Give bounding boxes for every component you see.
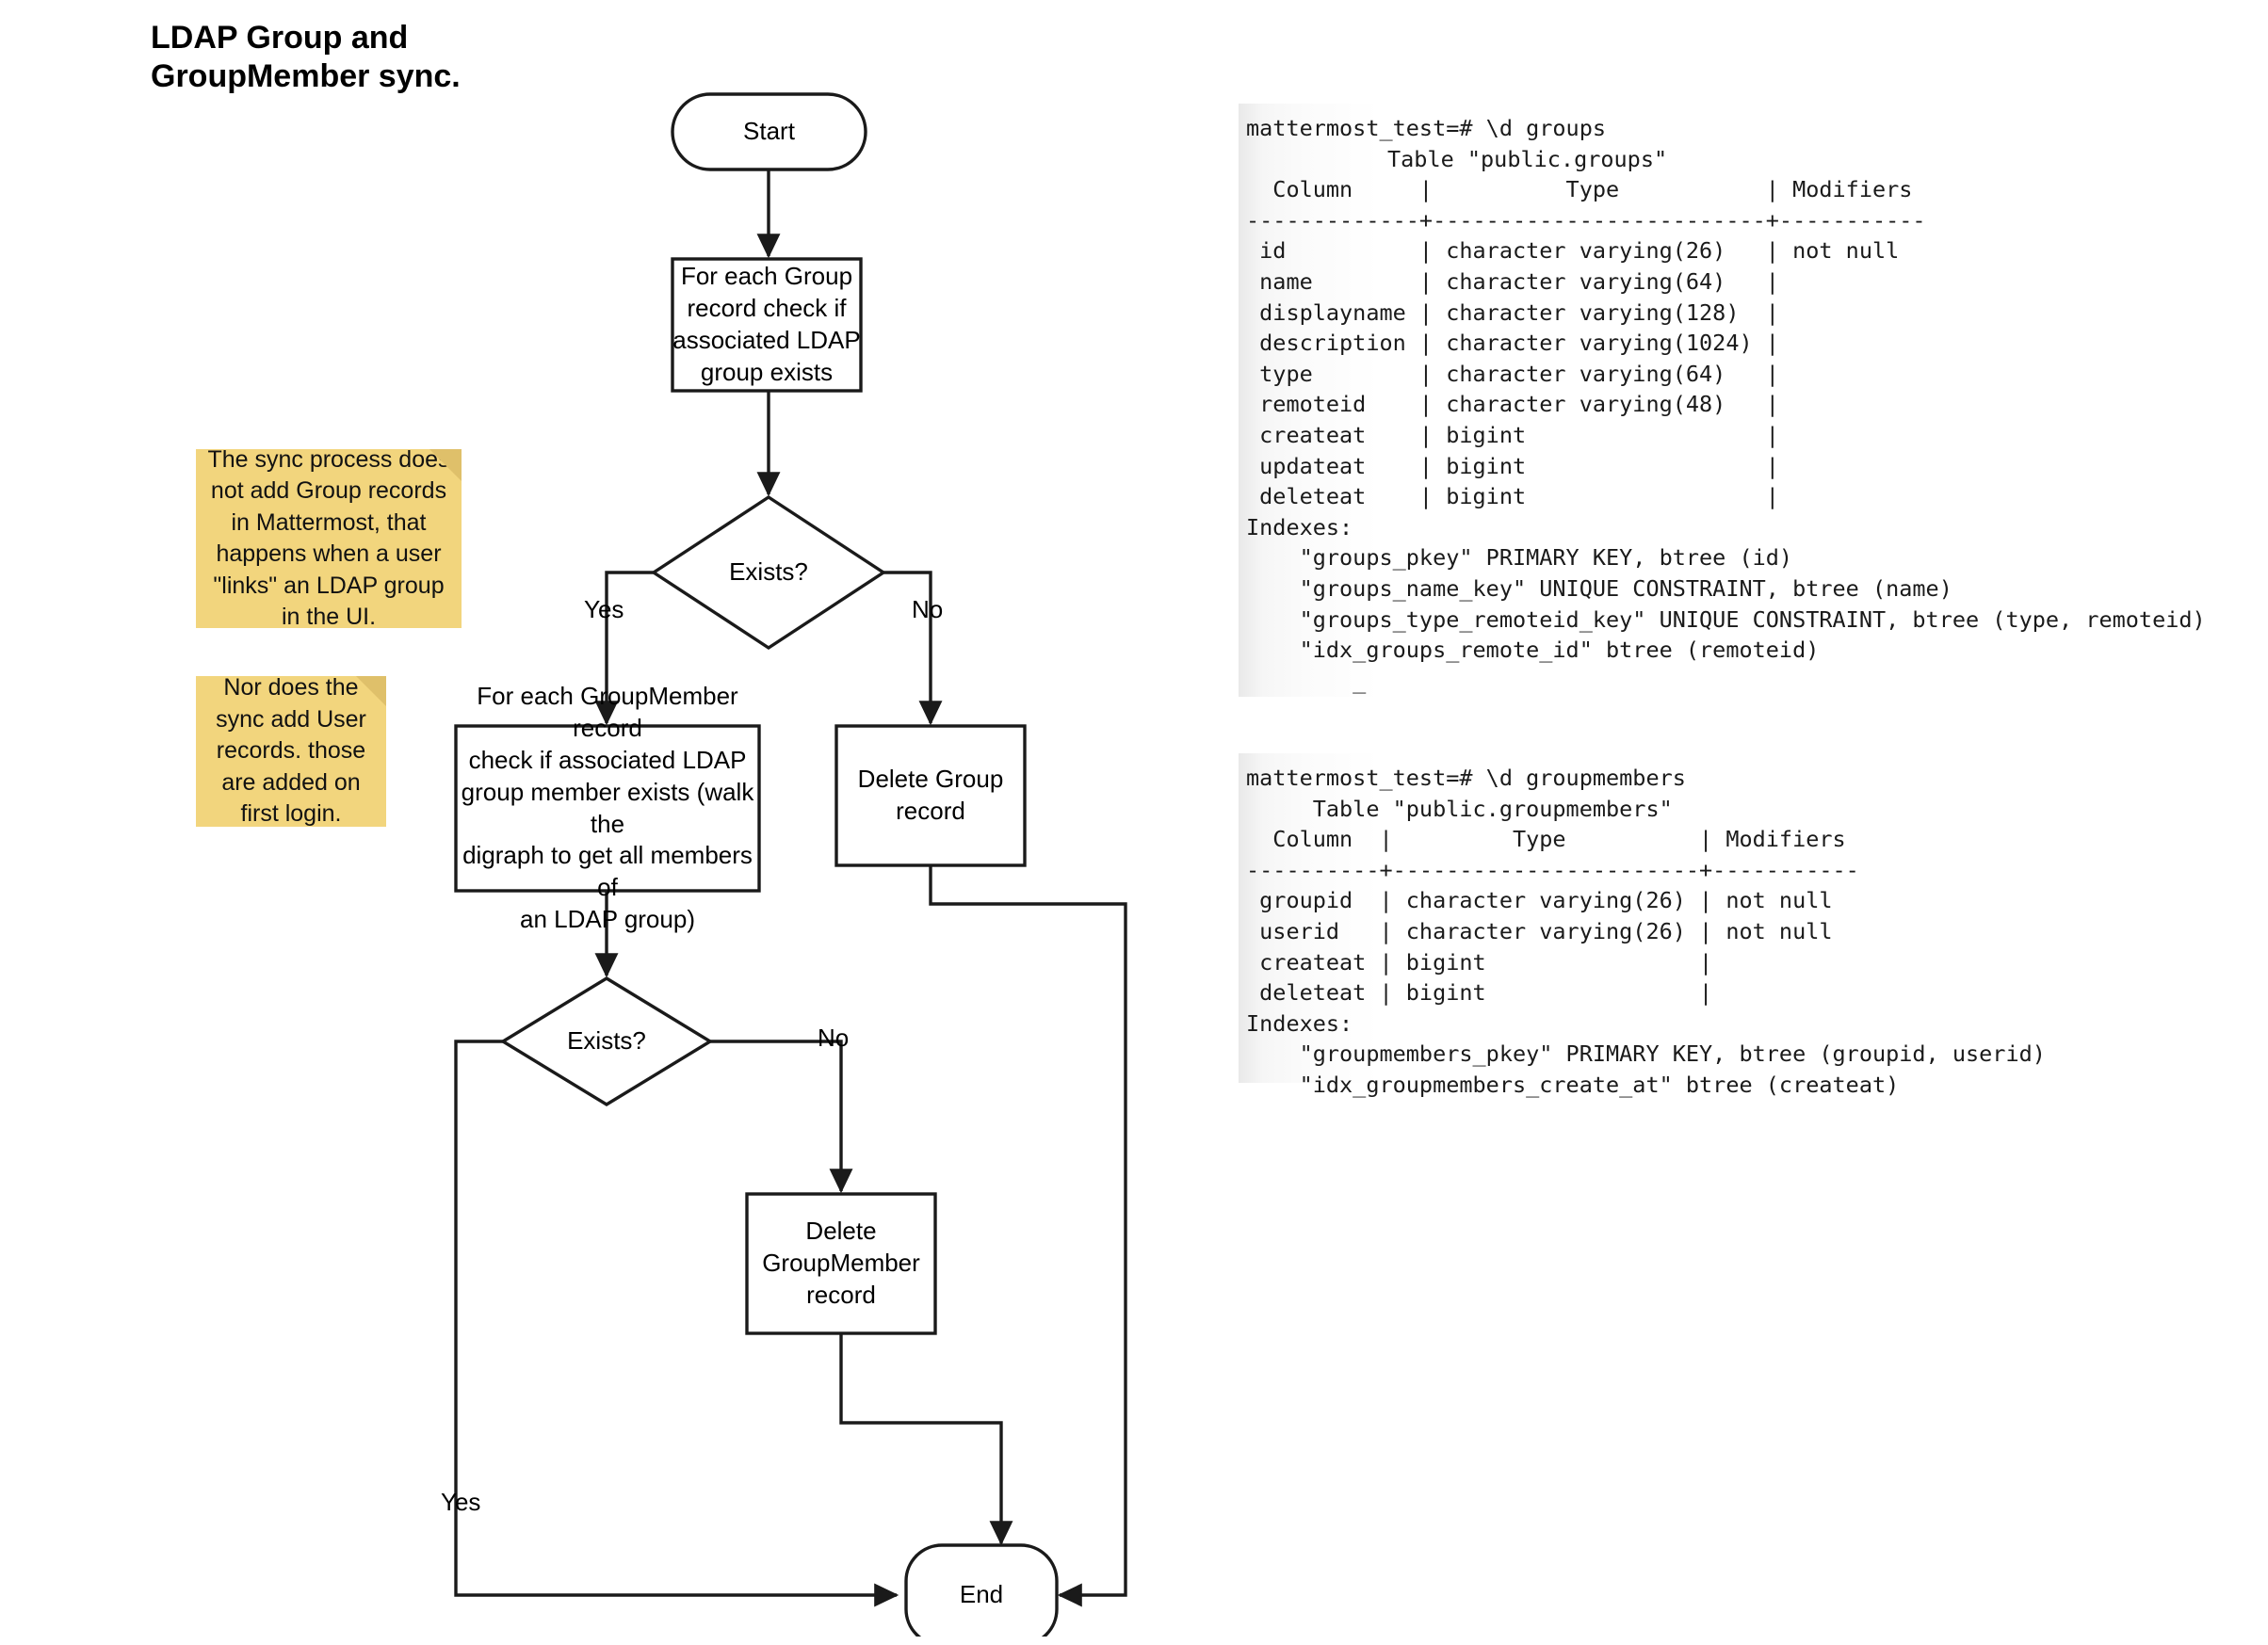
terminal-row: createat | bigint | (1246, 421, 1779, 448)
edge-label-exists1-yes: Yes (584, 595, 624, 623)
terminal-indexes-label: Indexes: (1246, 513, 1353, 540)
node-delete-groupmember (745, 1192, 937, 1335)
node-check-groupmember (454, 724, 761, 893)
node-exists-1 (650, 494, 887, 651)
node-start (671, 92, 867, 171)
edge-exists2-yes (454, 1040, 899, 1607)
terminal-row: deleteat | bigint | (1246, 979, 1713, 1007)
terminal-table-caption: Table "public.groupmembers" (1246, 795, 1673, 822)
terminal-row: description | character varying(1024) | (1246, 330, 1779, 357)
terminal-index-entry: "groupmembers_pkey" PRIMARY KEY, btree (… (1246, 1040, 2046, 1068)
terminal-row: createat | bigint | (1246, 948, 1713, 976)
flowchart-canvas (454, 92, 1127, 1637)
node-end (904, 1543, 1059, 1637)
edge-deletegroupmember-to-end (839, 1333, 1013, 1546)
note-sync-no-user-add: Nor does the sync add User records. thos… (196, 674, 386, 827)
edge-label-exists1-no: No (912, 595, 944, 623)
terminal-column-header: Column | Type | Modifiers (1246, 826, 1859, 853)
terminal-index-entry: "groups_pkey" PRIMARY KEY, btree (id) (1246, 544, 1793, 572)
note-text: Nor does the sync add User records. thos… (216, 674, 366, 828)
terminal-row: remoteid | character varying(48) | (1246, 391, 1779, 418)
terminal-row: displayname | character varying(128) | (1246, 298, 1779, 326)
terminal-index-entry: "idx_groupmembers_create_at" btree (crea… (1246, 1071, 1900, 1098)
terminal-row: type | character varying(64) | (1246, 360, 1779, 387)
edge-exists1-no (883, 571, 943, 726)
terminal-row: id | character varying(26) | not null (1246, 237, 1900, 265)
node-exists-2 (499, 976, 714, 1106)
terminal-row: updateat | bigint | (1246, 452, 1779, 479)
node-delete-group (834, 724, 1027, 867)
edge-label-exists2-no: No (818, 1024, 850, 1052)
terminal-index-entry: "groups_name_key" UNIQUE CONSTRAINT, btr… (1246, 574, 1952, 602)
terminal-row: name | character varying(64) | (1246, 267, 1779, 295)
terminal-prompt: mattermost_test=# \d groups (1246, 115, 1607, 141)
note-text: The sync process does not add Group reco… (207, 445, 450, 631)
terminal-indexes-label: Indexes: (1246, 1009, 1353, 1037)
node-check-group (671, 257, 863, 393)
edge-label-exists2-yes: Yes (441, 1488, 481, 1516)
terminal-groupmembers: mattermost_test=# \d groupmembers Table … (1239, 753, 2237, 1098)
terminal-divider: ----------+-----------------------+-----… (1246, 856, 1859, 883)
terminal-cursor: _ (1246, 667, 1367, 694)
edge-deletegroup-to-end (929, 865, 1127, 1607)
terminal-row: userid | character varying(26) | not nul… (1246, 917, 1833, 944)
note-sync-no-group-add: The sync process does not add Group reco… (196, 446, 462, 630)
terminal-index-entry: "idx_groups_remote_id" btree (remoteid) (1246, 637, 1820, 664)
terminal-row: deleteat | bigint | (1246, 483, 1779, 510)
terminal-prompt: mattermost_test=# \d groupmembers (1246, 765, 1686, 791)
terminal-row: groupid | character varying(26) | not nu… (1246, 887, 1833, 914)
terminal-divider: -------------+-------------------------+… (1246, 206, 1926, 234)
terminal-index-entry: "groups_type_remoteid_key" UNIQUE CONSTR… (1246, 605, 2206, 633)
terminal-column-header: Column | Type | Modifiers (1246, 176, 1926, 203)
note-fold-icon (356, 676, 386, 706)
terminal-groups: mattermost_test=# \d groups Table "publi… (1239, 104, 2237, 697)
edge-exists2-no (710, 1040, 853, 1194)
note-fold-icon (429, 449, 462, 481)
terminal-table-caption: Table "public.groups" (1387, 145, 1668, 172)
page-title: LDAP Group and GroupMember sync. (151, 20, 461, 95)
edge-exists1-yes (594, 571, 654, 726)
